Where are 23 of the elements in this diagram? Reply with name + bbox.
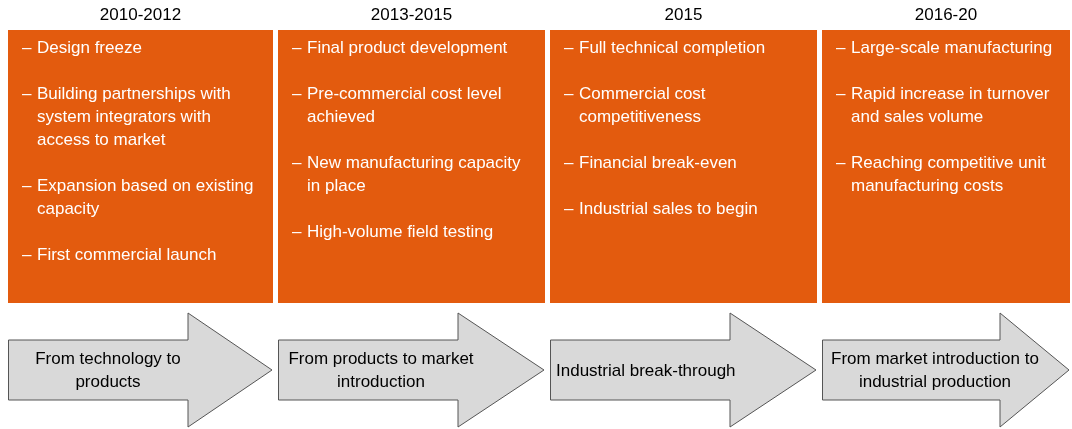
bullet-item: – Commercial cost competitiveness (564, 83, 707, 128)
bullet-item: – Full technical completion (564, 37, 767, 59)
bullet-item: – Industrial sales to begin (564, 198, 759, 220)
bullet-item: – First commercial launch (22, 244, 218, 266)
bullet-item: – High-volume field testing (292, 221, 495, 243)
year-heading: 2010-2012 (98, 4, 183, 27)
year-heading: 2013-2015 (369, 4, 454, 27)
bullet-item: – Design freeze (22, 37, 143, 59)
bullet-item: – New manufacturing capacity in place (292, 152, 522, 197)
arrow-label: Industrial break-through (556, 359, 736, 382)
year-heading: 2016-20 (913, 4, 979, 27)
bullet-item: – Pre-commercial cost level achieved (292, 83, 503, 128)
bullet-item: – Rapid increase in turnover and sales volume (836, 83, 1051, 128)
bullet-item: – Large-scale manufacturing (836, 37, 1054, 59)
arrow-label: From products to market introduction (287, 348, 475, 393)
bullet-item: – Building partnerships with system integrators with access to market (22, 83, 232, 151)
bullet-item: – Expansion based on existing capacity (22, 175, 255, 220)
arrow-label: From market introduction to industrial production (830, 348, 1040, 393)
bullet-item: – Final product development (292, 37, 509, 59)
bullet-item: – Reaching competitive unit manufacturing costs (836, 152, 1047, 197)
bullet-item: – Financial break-even (564, 152, 738, 174)
year-heading: 2015 (663, 4, 704, 27)
arrow-label: From technology to products (34, 348, 182, 393)
